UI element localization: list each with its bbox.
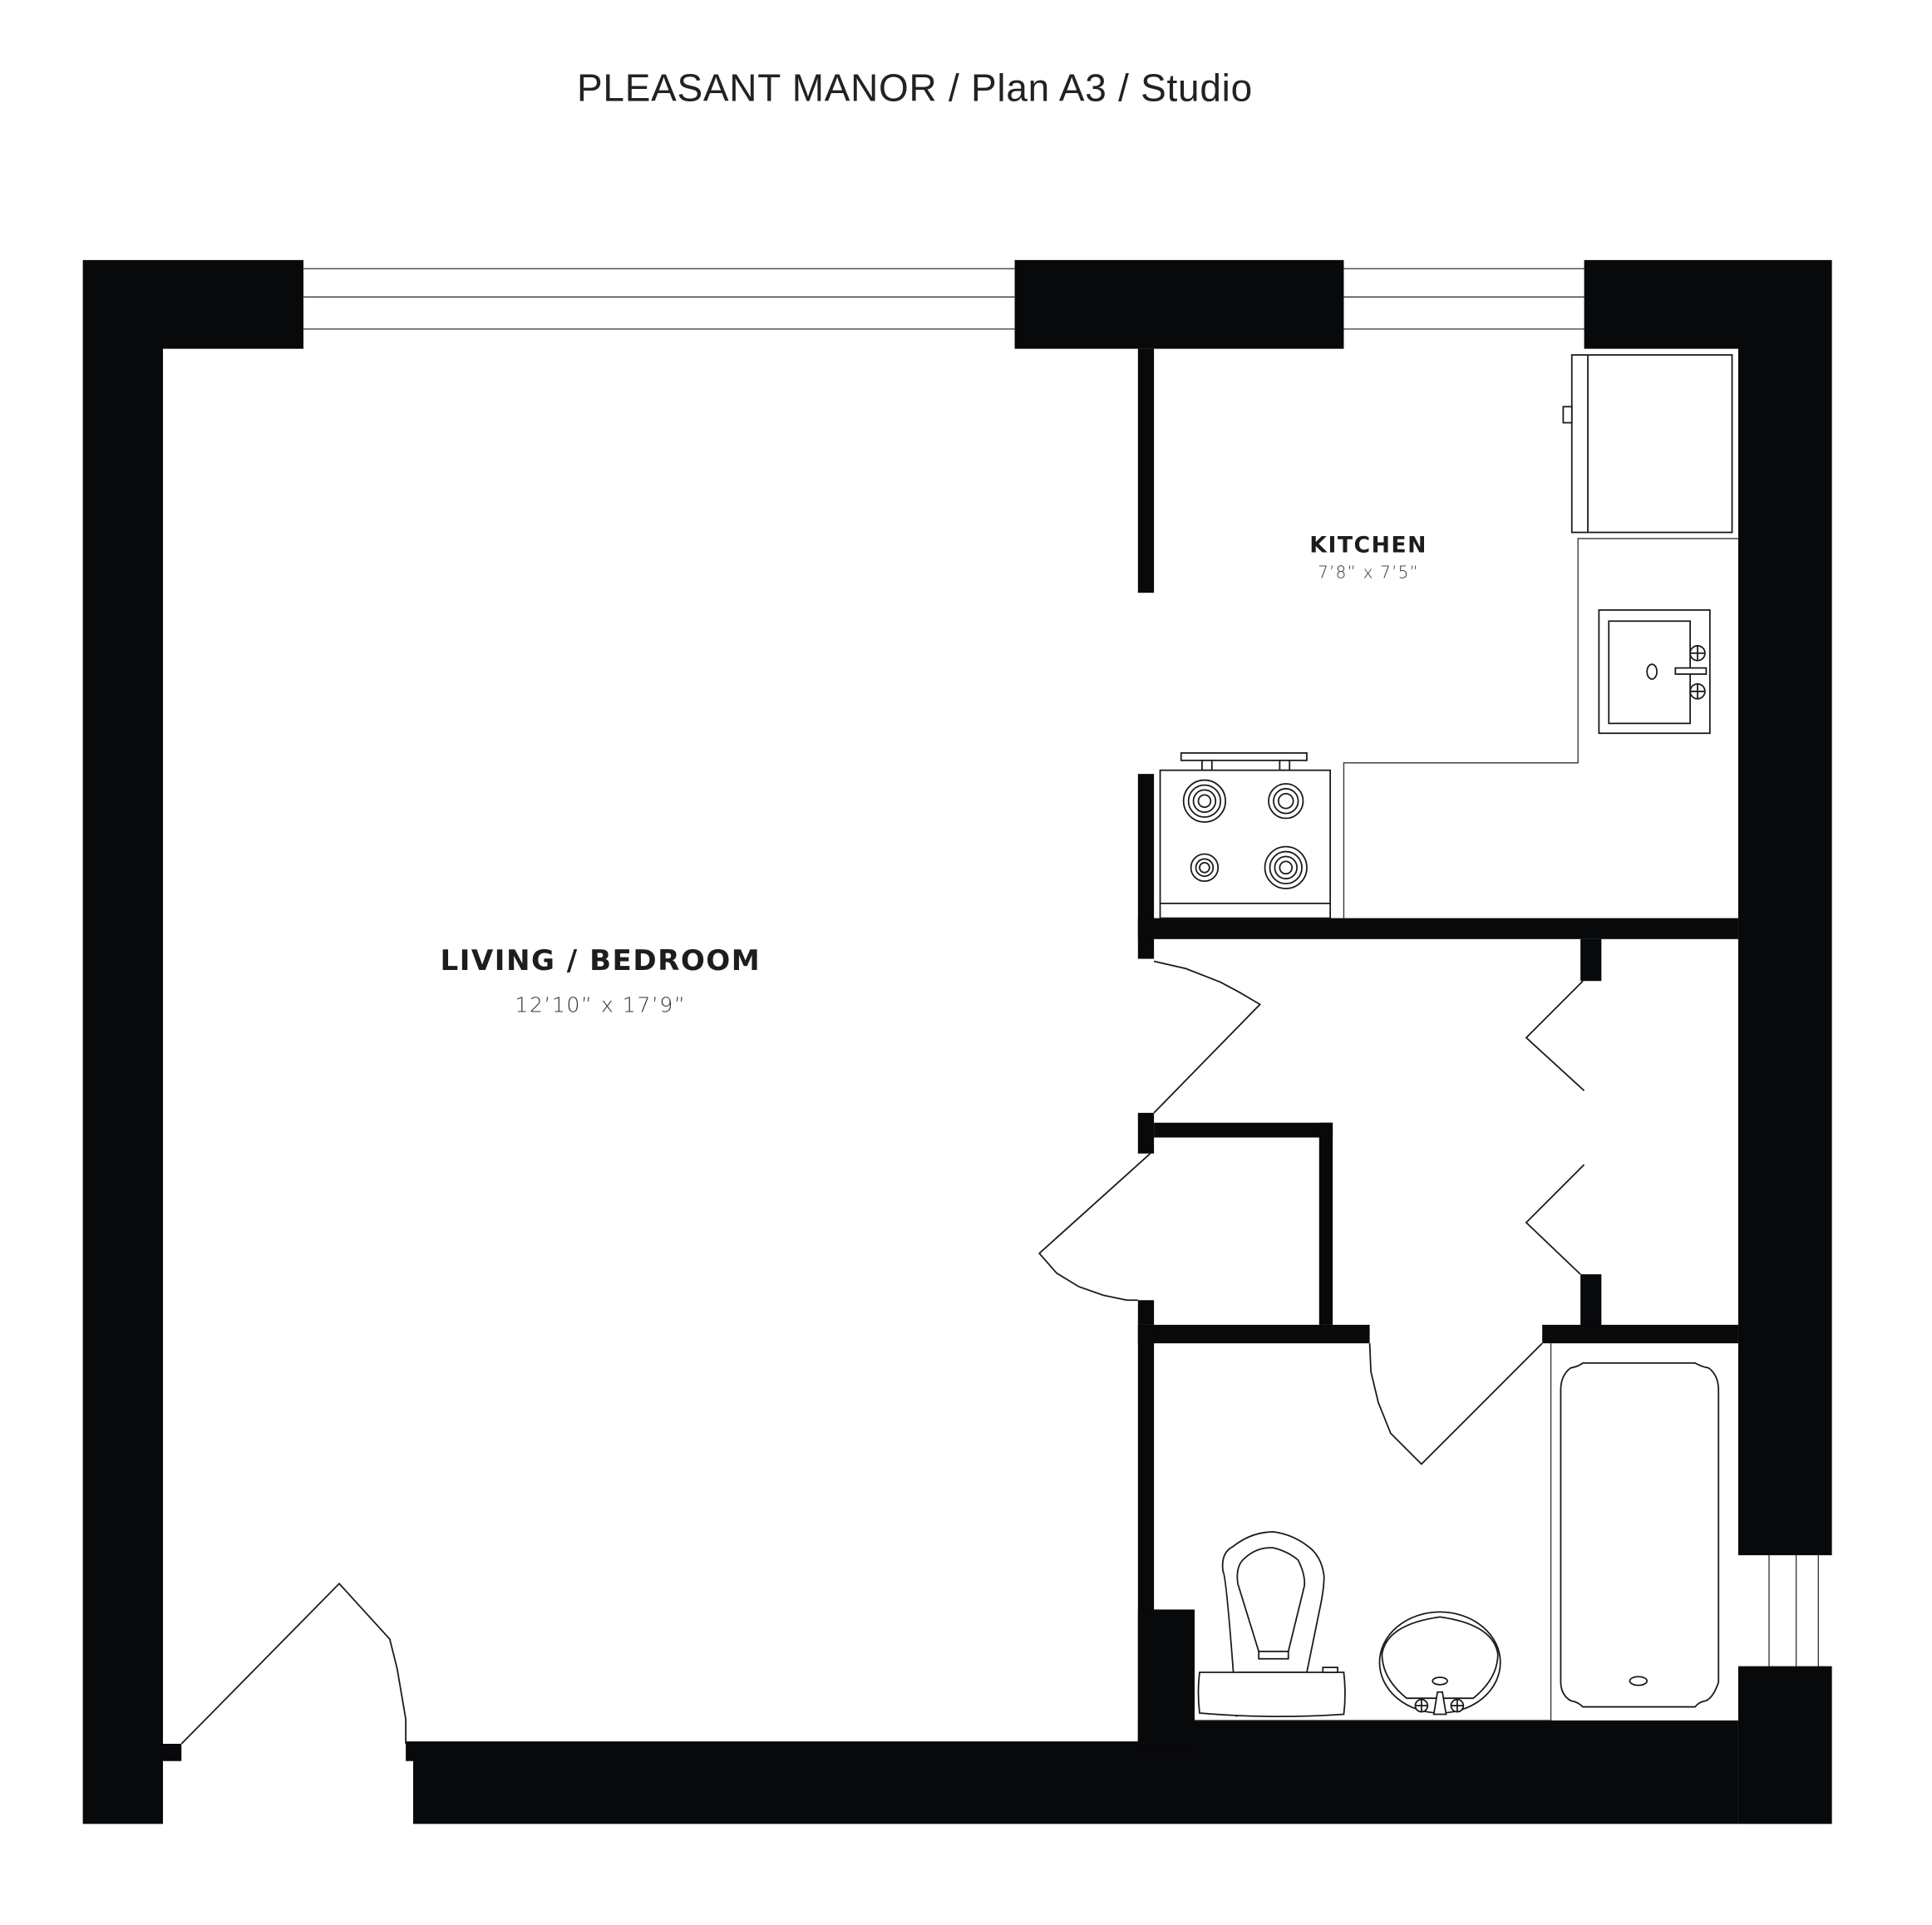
bathroom-floor-edge [1195,1343,1552,1721]
bathtub-icon [1560,1361,1720,1708]
window-top-right [1343,268,1585,330]
burner-back-left [1182,779,1227,823]
toilet-icon [1197,1531,1346,1717]
closet-door [1037,1153,1151,1302]
refrigerator-icon [1562,354,1733,534]
kitchen-hall-door [1153,960,1262,1114]
bathroom-sink-icon [1378,1611,1501,1716]
kitchen-sink-icon [1598,609,1711,735]
entry-door [180,1582,407,1745]
bathroom-door [1368,1342,1543,1465]
plan-title: PLEASANT MANOR / Plan A3 / Studio [577,66,1253,110]
exterior-walls [82,259,1832,1824]
room-label-kitchen: KITCHEN 7’8” x 7’5” [1309,532,1427,582]
window-top-left [303,268,1015,330]
room-name: LIVING / BEDROOM [441,944,761,977]
kitchen-counter [1343,538,1738,918]
burner-front-right [1264,845,1308,889]
bifold-closet-doors [1525,980,1585,1275]
room-label-living-bedroom: LIVING / BEDROOM 12’10” x 17’9” [441,944,761,1017]
room-name: KITCHEN [1309,532,1427,558]
room-dimensions: 7’8” x 7’5” [1318,562,1419,582]
window-right [1768,1555,1819,1667]
room-dimensions: 12’10” x 17’9” [515,992,686,1017]
interior-walls [1137,348,1738,1745]
burner-back-right [1268,783,1304,820]
stove-icon [1159,752,1332,919]
burner-front-left [1190,853,1220,883]
